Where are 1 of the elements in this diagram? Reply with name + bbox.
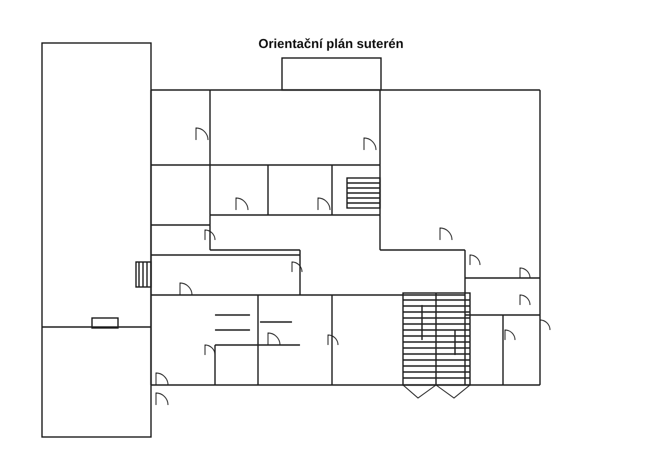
- plan-title: Orientační plán suterén: [257, 36, 405, 51]
